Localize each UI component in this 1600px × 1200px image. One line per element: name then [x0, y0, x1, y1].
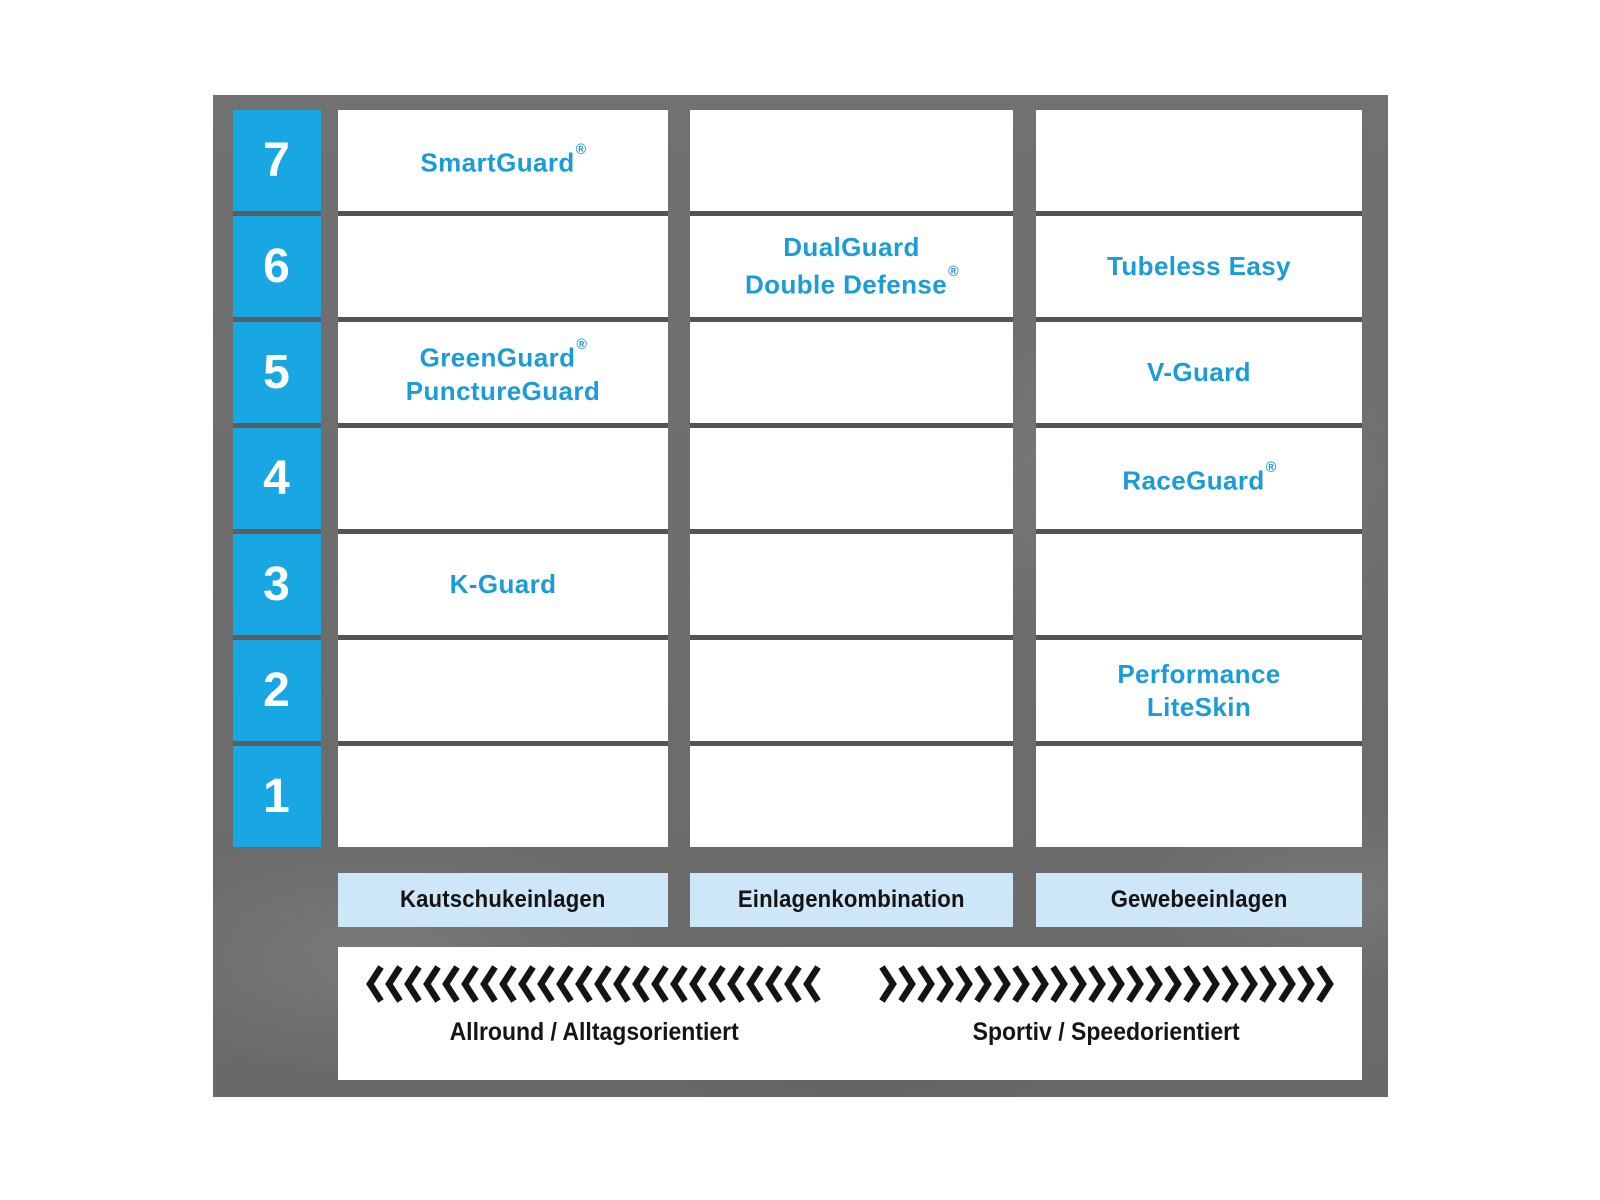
- axis-allround-section: Allround / Alltagsorientiert: [338, 947, 850, 1080]
- category-bar: Kautschukeinlagen: [338, 873, 668, 927]
- protection-matrix-panel: 7 6 5 4 3 2 1 SmartGuard® GreenGuard®PunctureGu…: [213, 95, 1388, 1097]
- level-number: 5: [263, 346, 291, 399]
- matrix-cell: [690, 534, 1013, 635]
- level-number: 4: [263, 452, 291, 505]
- matrix-cell: GreenGuard®PunctureGuard: [338, 322, 668, 423]
- matrix-cell: SmartGuard®: [338, 110, 668, 211]
- matrix-cell: [1036, 110, 1362, 211]
- matrix-cell: [338, 428, 668, 529]
- product-name: V-Guard: [1147, 357, 1251, 387]
- left-arrows-icon: [366, 964, 822, 1004]
- matrix-cell: [690, 428, 1013, 529]
- matrix-cell: RaceGuard®: [1036, 428, 1362, 529]
- category-bar: Einlagenkombination: [690, 873, 1013, 927]
- matrix-cell: [690, 322, 1013, 423]
- product-name: GreenGuard®PunctureGuard: [405, 337, 601, 406]
- matrix-cell: [338, 216, 668, 317]
- level-box: 6: [233, 216, 321, 317]
- matrix-cell: K-Guard: [338, 534, 668, 635]
- level-number: 7: [263, 134, 291, 187]
- axis-left-label: Allround / Alltagsorientiert: [437, 1018, 751, 1047]
- matrix-cell: [1036, 534, 1362, 635]
- level-number-column: 7 6 5 4 3 2 1: [233, 110, 321, 847]
- level-number: 1: [263, 770, 291, 823]
- level-box: 1: [233, 746, 321, 847]
- right-arrows-icon: [878, 964, 1334, 1004]
- axis-left-label-text: Allround / Alltagsorientiert: [449, 1018, 739, 1046]
- category-label: Kautschukeinlagen: [400, 886, 606, 913]
- product-name: SmartGuard®: [420, 141, 587, 178]
- matrix-cell: [690, 746, 1013, 847]
- product-name: K-Guard: [449, 569, 557, 599]
- matrix-cell: [1036, 746, 1362, 847]
- matrix-cell: [690, 640, 1013, 741]
- level-number: 2: [263, 664, 291, 717]
- category-bar: Gewebeeinlagen: [1036, 873, 1362, 927]
- product-name: RaceGuard®: [1122, 459, 1277, 496]
- matrix-cell: Tubeless Easy: [1036, 216, 1362, 317]
- level-box: 2: [233, 640, 321, 741]
- level-box: 4: [233, 428, 321, 529]
- level-number: 6: [263, 240, 291, 293]
- level-number: 3: [263, 558, 291, 611]
- orientation-axis-bar: Allround / Alltagsorientiert Sportiv / S…: [338, 947, 1362, 1080]
- matrix-cell: [338, 640, 668, 741]
- axis-right-label-text: Sportiv / Speedorientiert: [972, 1018, 1240, 1046]
- category-label: Gewebeeinlagen: [1110, 886, 1288, 913]
- matrix-cell: V-Guard: [1036, 322, 1362, 423]
- level-box: 3: [233, 534, 321, 635]
- matrix-cell: [338, 746, 668, 847]
- level-box: 7: [233, 110, 321, 211]
- axis-sportiv-section: Sportiv / Speedorientiert: [850, 947, 1362, 1080]
- product-name: Tubeless Easy: [1107, 251, 1291, 281]
- matrix-cell: [690, 110, 1013, 211]
- axis-right-label: Sportiv / Speedorientiert: [961, 1018, 1251, 1047]
- level-box: 5: [233, 322, 321, 423]
- category-label: Einlagenkombination: [738, 886, 965, 913]
